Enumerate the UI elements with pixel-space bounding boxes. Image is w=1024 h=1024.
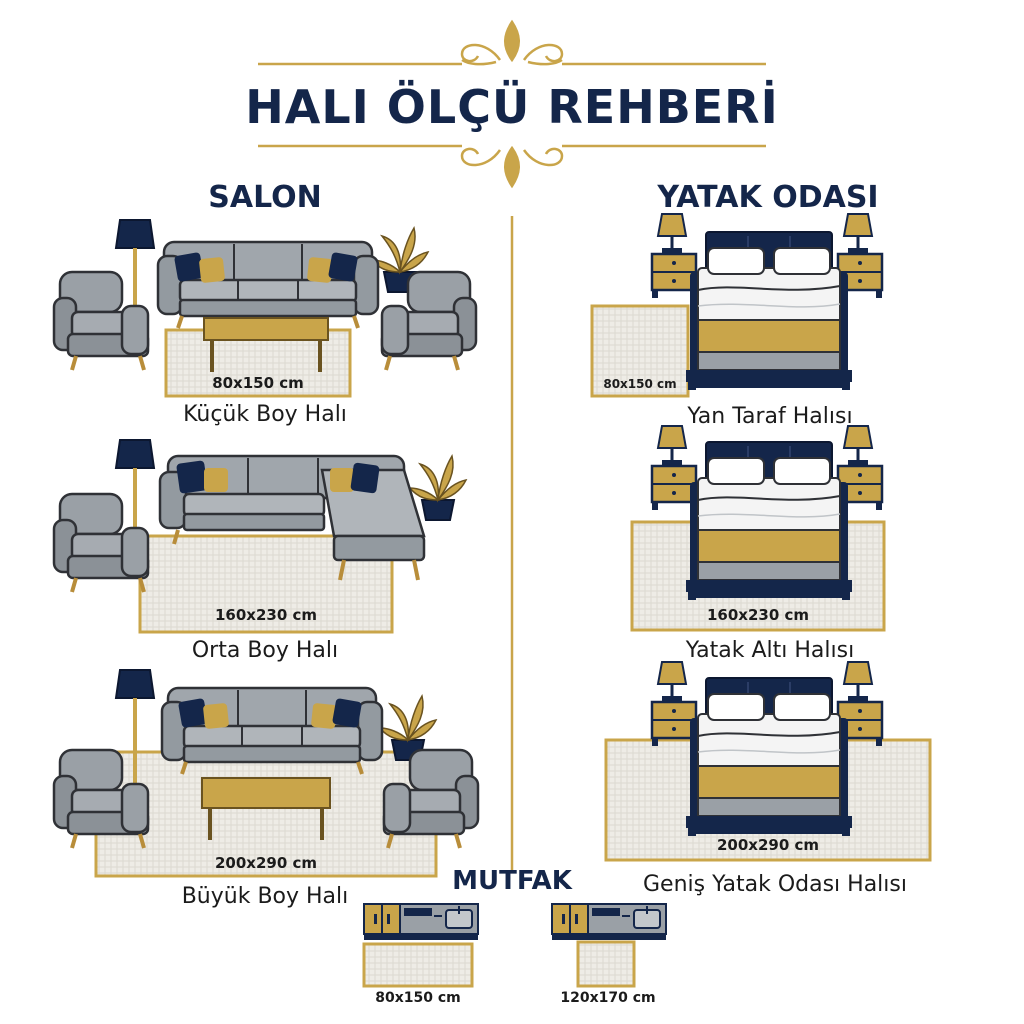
salon-scene-medium	[52, 438, 467, 634]
bedroom-size-wide: 200x290 cm	[716, 836, 820, 854]
bedroom-scene-wide	[604, 660, 932, 862]
section-heading-mutfak: MUTFAK	[452, 866, 572, 896]
bedroom-scene-under	[630, 424, 886, 632]
salon-label-medium: Orta Boy Halı	[191, 638, 339, 663]
salon-size-small: 80x150 cm	[212, 374, 304, 392]
salon-size-medium: 160x230 cm	[214, 606, 318, 624]
kitchen-scene-2	[551, 903, 667, 988]
bedroom-size-side: 80x150 cm	[603, 377, 677, 391]
salon-scene-large	[52, 668, 480, 878]
kitchen-scene-1	[362, 903, 479, 988]
bedroom-label-wide: Geniş Yatak Odası Halısı	[643, 872, 907, 897]
salon-label-small: Küçük Boy Halı	[183, 402, 347, 427]
bedroom-scene-side	[590, 212, 884, 398]
kitchen-size-1: 80x150 cm	[375, 990, 461, 1006]
title-ornament-top	[258, 19, 766, 66]
bedroom-size-under: 160x230 cm	[706, 606, 810, 624]
bedroom-label-under: Yatak Altı Halısı	[685, 638, 855, 663]
salon-label-large: Büyük Boy Halı	[181, 884, 349, 909]
section-heading-yatak-odasi: YATAK ODASI	[657, 180, 879, 215]
page-title: HALI ÖLÇÜ REHBERİ	[245, 80, 779, 134]
salon-size-large: 200x290 cm	[214, 854, 318, 872]
salon-scene-small	[52, 218, 478, 398]
section-heading-salon: SALON	[208, 180, 322, 215]
bedroom-label-side: Yan Taraf Halısı	[687, 404, 853, 429]
kitchen-size-2: 120x170 cm	[560, 990, 656, 1006]
title-ornament-bottom	[258, 144, 766, 189]
